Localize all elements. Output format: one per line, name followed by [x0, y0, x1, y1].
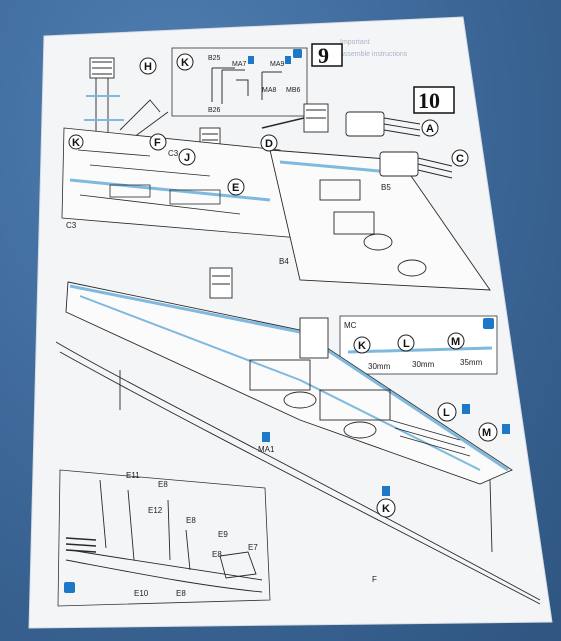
- part-E12: E12: [148, 506, 163, 515]
- mc-measure-3: 35mm: [460, 358, 483, 367]
- part-E7: E7: [248, 543, 258, 552]
- step-10-drawing: [261, 103, 491, 291]
- callout-F-label: F: [154, 137, 161, 149]
- part-B26: B26: [208, 107, 221, 114]
- paint-icon: [293, 49, 302, 58]
- callout-K-step9-label: K: [181, 57, 189, 69]
- inset-box: [57, 469, 271, 607]
- part-MA9: MA9: [270, 61, 285, 68]
- part-E8-c: E8: [212, 550, 222, 559]
- part-F: F: [372, 575, 377, 584]
- part-MA7: MA7: [232, 61, 247, 68]
- step-10-number: 10: [418, 88, 440, 113]
- part-MA8: MA8: [262, 87, 277, 94]
- part-MA1: MA1: [258, 445, 275, 454]
- cement-icon: [262, 432, 270, 442]
- part-E11: E11: [126, 471, 140, 480]
- callout-F: [149, 133, 167, 151]
- faint-header-1: Important: [340, 39, 370, 46]
- part-E10: E10: [134, 589, 149, 598]
- step-9-number: 9: [318, 43, 329, 68]
- callout-K-partial-label: K: [72, 137, 80, 149]
- callout-K-main: [376, 498, 396, 518]
- callout-E: [227, 178, 245, 196]
- callout-D-label: D: [265, 138, 273, 150]
- mc-L: [397, 334, 415, 352]
- callout-H-label: H: [144, 61, 152, 73]
- callout-D: [260, 134, 278, 152]
- mc-measure-2: 30mm: [412, 360, 435, 369]
- cement-icon: [285, 56, 291, 64]
- callout-E-label: E: [232, 182, 239, 194]
- callout-J-label: J: [184, 152, 190, 164]
- callout-K-step9: [176, 53, 194, 71]
- part-C3-lower: C3: [66, 221, 77, 230]
- step-9-box: [311, 43, 343, 67]
- part-E8-b: E8: [186, 516, 196, 525]
- callout-C-label: C: [456, 153, 464, 165]
- part-B5: B5: [381, 183, 391, 192]
- mc-K-label: K: [358, 340, 366, 352]
- cement-icon: [502, 424, 510, 434]
- callout-K-main-label: K: [382, 503, 390, 515]
- part-B4: B4: [279, 257, 289, 266]
- part-B25: B25: [208, 55, 221, 62]
- part-MB6: MB6: [286, 87, 301, 94]
- part-E8-a: E8: [158, 480, 168, 489]
- mc-K: [353, 336, 371, 354]
- part-E8-d: E8: [176, 589, 186, 598]
- callout-K-partial: [68, 134, 84, 150]
- main-ship-drawing: [55, 267, 541, 605]
- callout-L-main: [437, 402, 457, 422]
- cement-icon: [462, 404, 470, 414]
- mc-title: MC: [344, 321, 357, 330]
- callout-J: [178, 148, 196, 166]
- davit-part-drawing: [211, 67, 282, 104]
- faint-header-2: assemble instructions: [340, 51, 408, 58]
- inset-drawing: [65, 479, 263, 593]
- callout-C: [451, 149, 469, 167]
- callout-A: [421, 119, 439, 137]
- step-9-detail-box: [171, 47, 308, 117]
- callout-H: [139, 57, 157, 75]
- mc-M-label: M: [451, 336, 460, 348]
- cement-icon: [248, 56, 254, 64]
- cement-icon: [382, 486, 390, 496]
- step-10-box: [413, 86, 455, 114]
- paint-icon: [483, 318, 494, 329]
- paint-icon: [64, 582, 75, 593]
- callout-M-main-label: M: [482, 427, 491, 439]
- callout-M-main: [478, 422, 498, 442]
- mc-measure-1: 30mm: [368, 362, 391, 371]
- part-E9: E9: [218, 530, 228, 539]
- part-C3-upper: C3: [168, 149, 179, 158]
- mc-L-label: L: [403, 338, 410, 350]
- callout-L-main-label: L: [443, 407, 450, 419]
- mc-M: [447, 332, 465, 350]
- callout-A-label: A: [426, 123, 434, 135]
- mc-rail: [347, 346, 493, 354]
